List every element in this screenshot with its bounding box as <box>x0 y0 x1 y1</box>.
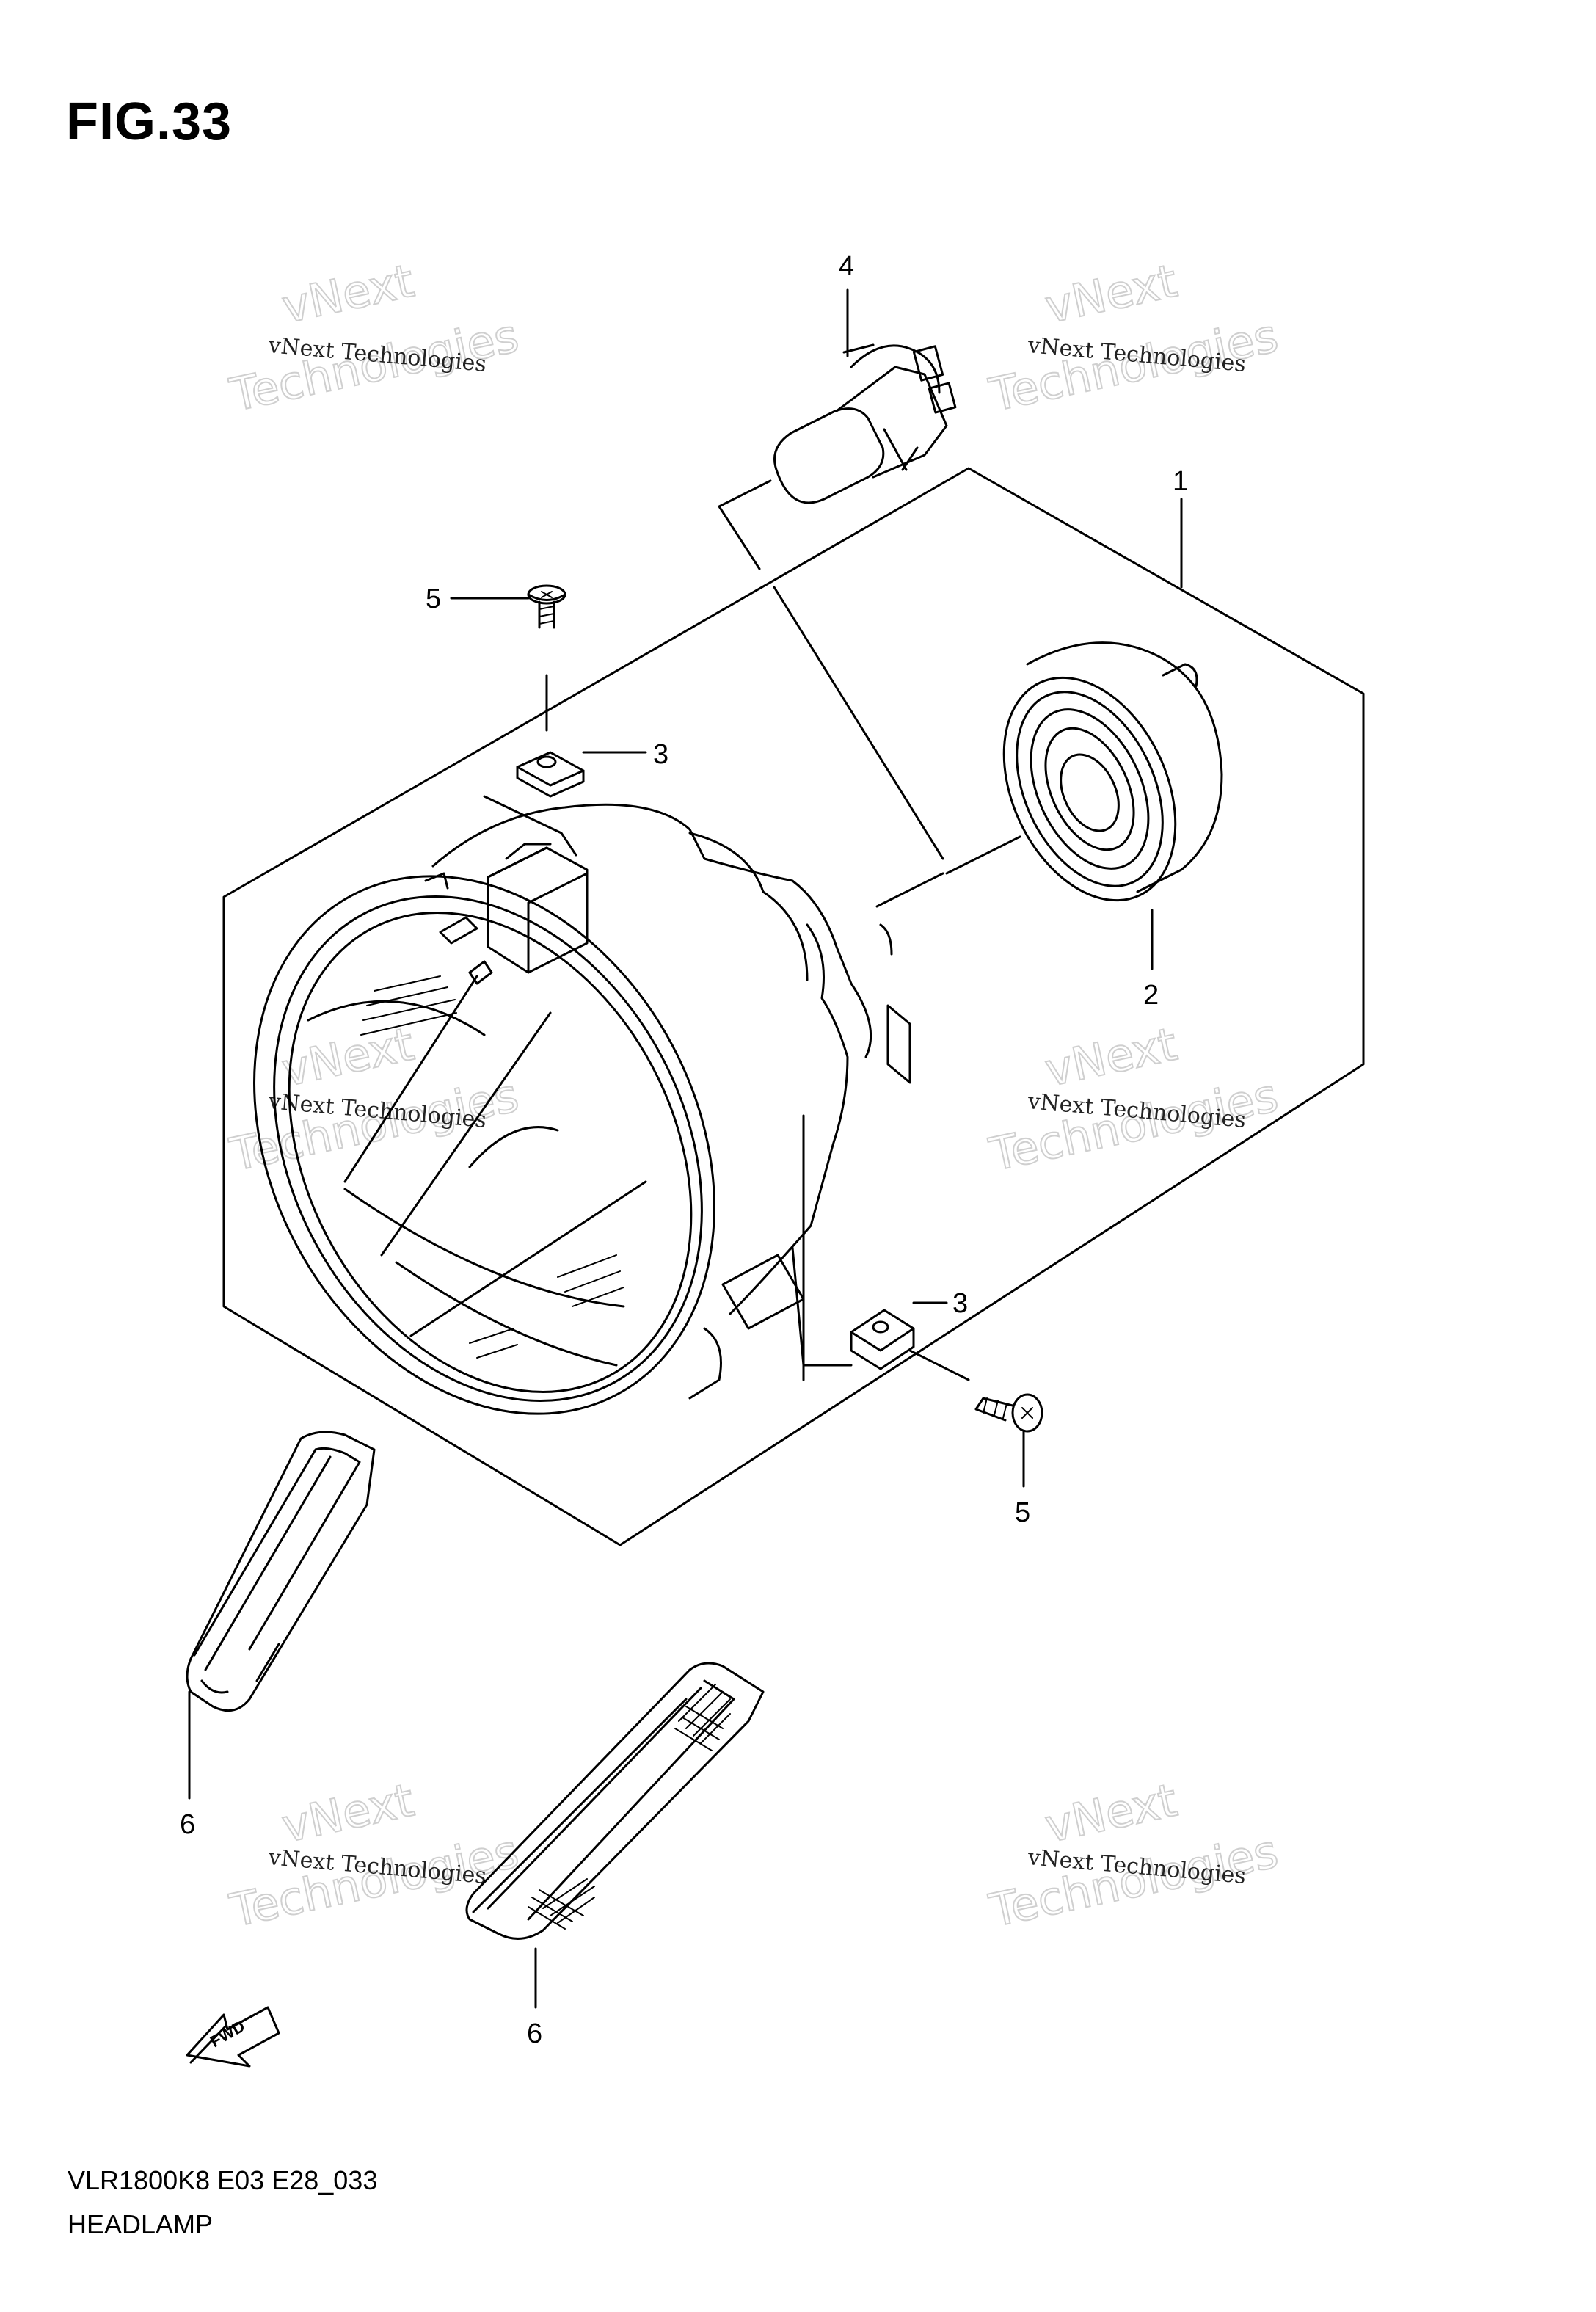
callout-5-bottom: 5 <box>1015 1497 1030 1528</box>
bulb-axis-line-2 <box>773 586 944 860</box>
watermark-top-right: vNext Technologies vNext Technologies <box>984 253 1283 423</box>
watermark-mid-right: vNext Technologies vNext Technologies <box>984 1017 1283 1182</box>
screw-part-5-bottom <box>974 1393 1043 1433</box>
callout-3-top: 3 <box>653 739 668 770</box>
svg-text:vNext: vNext <box>277 254 418 334</box>
clip-bottom-to-screw <box>908 1349 970 1381</box>
clip-top-guide <box>483 795 577 857</box>
svg-text:vNext: vNext <box>1041 254 1181 334</box>
clip-nut-part-3-top <box>516 751 585 798</box>
callout-2: 2 <box>1143 980 1159 1011</box>
figure-code: VLR1800K8 E03 E28_033 <box>68 2165 378 2195</box>
svg-text:vNext: vNext <box>277 1017 418 1097</box>
socket-to-housing-line-2 <box>875 872 944 908</box>
screw-part-5-top <box>527 584 566 629</box>
callout-1: 1 <box>1173 466 1188 497</box>
callout-5-top: 5 <box>426 584 441 614</box>
socket-cover-part-2 <box>1002 641 1223 902</box>
forward-direction-arrow-icon <box>186 2006 280 2068</box>
socket-to-housing-line <box>945 835 1021 875</box>
watermark-top-left: vNext Technologies vNext Technologies <box>225 253 524 423</box>
figure-name: HEADLAMP <box>68 2209 214 2239</box>
clip-nut-part-3-bottom <box>850 1309 915 1370</box>
svg-text:vNext: vNext <box>277 1773 418 1853</box>
watermark-bottom-right: vNext Technologies vNext Technologies <box>984 1773 1283 1938</box>
svg-text:vNext: vNext <box>1041 1017 1181 1097</box>
callout-3-bottom: 3 <box>952 1288 968 1319</box>
svg-text:vNext: vNext <box>1041 1773 1181 1853</box>
bulb-part-4 <box>773 343 957 504</box>
clip-bottom-guide <box>791 1246 853 1367</box>
callout-6-right: 6 <box>527 2018 542 2049</box>
watermark-bottom-left: vNext Technologies vNext Technologies <box>225 1773 524 1938</box>
callout-6-left: 6 <box>180 1809 195 1840</box>
figure-title: FIG.33 <box>66 92 233 151</box>
assembly-outline <box>222 467 1365 1546</box>
bulb-axis-line <box>718 479 772 570</box>
reflector-part-6-left <box>186 1431 376 1712</box>
headlamp-housing-part-1 <box>253 803 911 1415</box>
callout-4: 4 <box>839 251 854 282</box>
reflector-part-6-right <box>465 1662 765 1940</box>
